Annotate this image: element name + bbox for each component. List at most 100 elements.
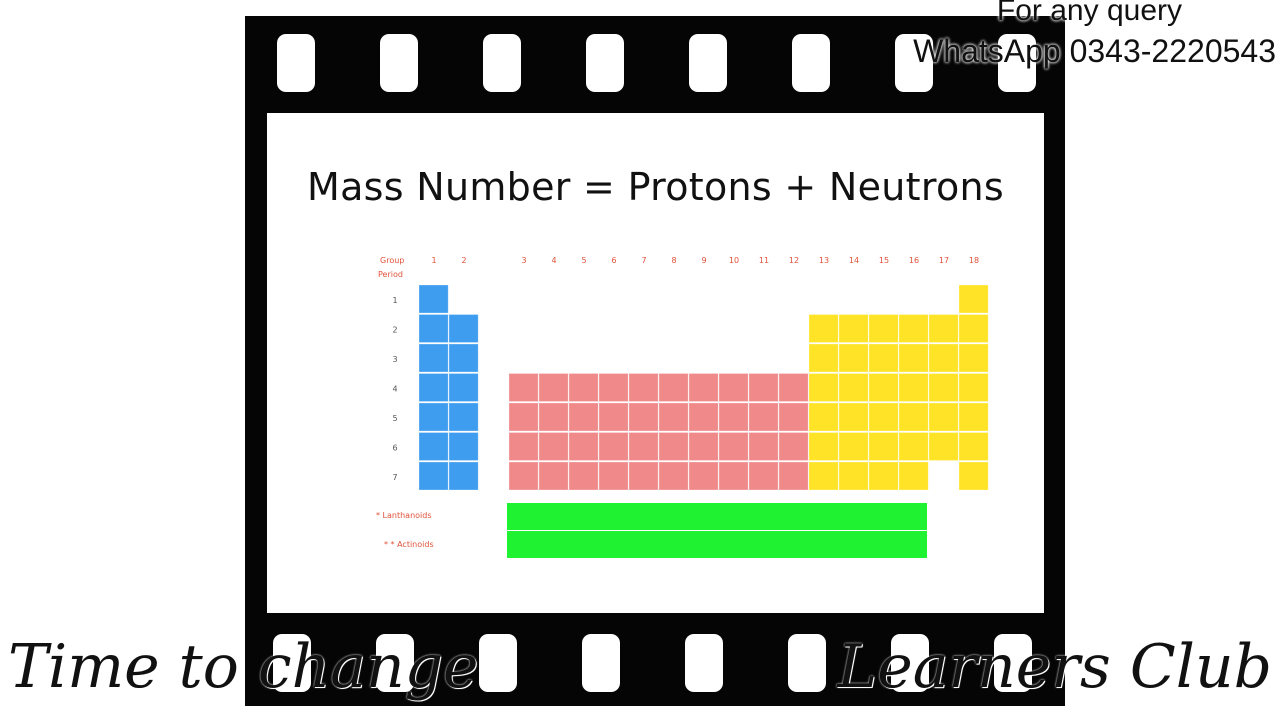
group-number: 3 — [521, 256, 526, 265]
element-cell — [958, 284, 989, 314]
group-number: 11 — [759, 256, 769, 265]
element-cell — [958, 432, 989, 461]
element-cell — [718, 402, 749, 432]
element-cell — [898, 314, 929, 343]
group-number: 6 — [611, 256, 616, 265]
period-number: 1 — [392, 296, 397, 305]
element-cell — [928, 343, 959, 373]
element-cell — [418, 461, 449, 491]
element-cell — [418, 402, 449, 432]
element-cell — [628, 461, 659, 491]
element-cell — [748, 461, 779, 491]
sprocket-hole — [998, 34, 1036, 92]
element-cell — [928, 373, 959, 402]
element-cell — [418, 284, 449, 314]
element-cell — [778, 461, 809, 491]
slide-panel: Mass Number = Protons + Neutrons Group P… — [267, 113, 1044, 613]
element-cell — [568, 461, 599, 491]
element-cell — [658, 432, 689, 461]
group-number: 7 — [641, 256, 646, 265]
group-number: 1 — [431, 256, 436, 265]
period-number: 5 — [392, 414, 397, 423]
element-cell — [808, 402, 839, 432]
element-cell — [718, 461, 749, 491]
lanthanides-label: * Lanthanoids — [376, 511, 432, 520]
element-cell — [418, 343, 449, 373]
element-cell — [958, 461, 989, 491]
element-cell — [448, 402, 479, 432]
element-cell — [538, 432, 569, 461]
element-cell — [538, 402, 569, 432]
element-cell — [898, 373, 929, 402]
element-cell — [538, 373, 569, 402]
sprocket-hole — [586, 34, 624, 92]
group-number: 10 — [729, 256, 739, 265]
element-cell — [598, 432, 629, 461]
element-cell — [538, 461, 569, 491]
element-cell — [448, 314, 479, 343]
element-cell — [598, 461, 629, 491]
element-cell — [658, 461, 689, 491]
element-cell — [748, 373, 779, 402]
element-cell — [688, 461, 719, 491]
group-number: 8 — [671, 256, 676, 265]
group-number: 17 — [939, 256, 949, 265]
element-cell — [688, 373, 719, 402]
period-number: 7 — [392, 473, 397, 482]
element-cell — [778, 373, 809, 402]
element-cell — [958, 373, 989, 402]
element-cell — [628, 432, 659, 461]
element-cell — [838, 314, 869, 343]
element-cell — [658, 402, 689, 432]
element-cell — [718, 432, 749, 461]
element-cell — [718, 373, 749, 402]
element-cell — [958, 314, 989, 343]
group-number: 9 — [701, 256, 706, 265]
group-number: 16 — [909, 256, 919, 265]
element-cell — [568, 432, 599, 461]
element-cell — [688, 432, 719, 461]
element-cell — [808, 373, 839, 402]
element-cell — [748, 432, 779, 461]
element-cell — [508, 461, 539, 491]
sprocket-hole — [891, 634, 929, 692]
f-block-row — [507, 531, 927, 558]
element-cell — [598, 402, 629, 432]
group-number: 12 — [789, 256, 799, 265]
element-cell — [568, 373, 599, 402]
period-number: 4 — [392, 385, 397, 394]
element-cell — [808, 343, 839, 373]
sprocket-hole — [483, 34, 521, 92]
element-cell — [838, 432, 869, 461]
group-number: 5 — [581, 256, 586, 265]
element-cell — [688, 402, 719, 432]
group-number: 4 — [551, 256, 556, 265]
film-sprocket-row-bottom — [245, 634, 1065, 694]
element-cell — [838, 373, 869, 402]
sprocket-hole — [895, 34, 933, 92]
period-number: 2 — [392, 326, 397, 335]
sprocket-hole — [273, 634, 311, 692]
element-cell — [868, 461, 899, 491]
element-cell — [808, 432, 839, 461]
element-cell — [448, 432, 479, 461]
sprocket-hole — [685, 634, 723, 692]
group-number: 2 — [461, 256, 466, 265]
element-cell — [898, 461, 929, 491]
element-cell — [928, 402, 959, 432]
group-number: 18 — [969, 256, 979, 265]
period-number: 6 — [392, 444, 397, 453]
element-cell — [868, 343, 899, 373]
element-cell — [898, 402, 929, 432]
element-cell — [418, 373, 449, 402]
sprocket-hole — [479, 634, 517, 692]
tagline-script: Time to change — [8, 632, 479, 702]
element-cell — [838, 343, 869, 373]
group-number: 14 — [849, 256, 859, 265]
element-cell — [508, 432, 539, 461]
element-cell — [898, 432, 929, 461]
sprocket-hole — [277, 34, 315, 92]
contact-query-text: For any query — [996, 0, 1182, 27]
